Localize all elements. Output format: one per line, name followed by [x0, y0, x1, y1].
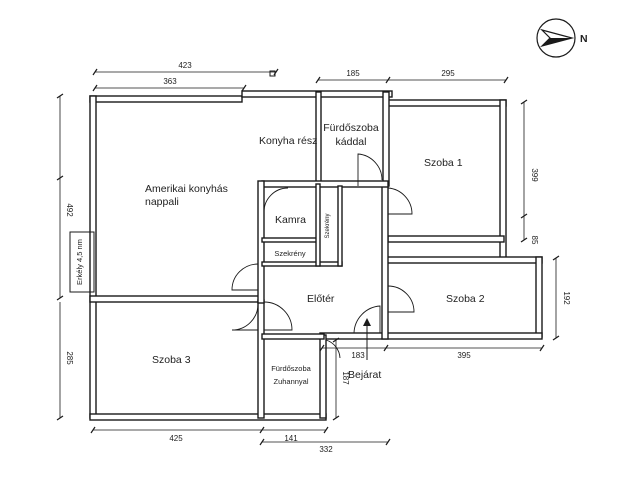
wall-room2-right [535, 256, 543, 338]
wall-bath-right [382, 91, 390, 187]
label-bath-shower-1: Fürdőszoba [271, 364, 311, 373]
door-shower [325, 339, 341, 359]
label-room1: Szoba 1 [424, 157, 463, 169]
dim-bot-332: 332 [319, 445, 333, 454]
walls [89, 90, 543, 421]
wall-shower-top [261, 333, 325, 340]
wall-room2-top [385, 256, 543, 264]
dim-left-285: 285 [65, 351, 74, 365]
dim-mid-183: 183 [351, 351, 365, 360]
label-hall: Előtér [307, 293, 335, 305]
wall-bottom [89, 413, 327, 421]
dim-right-85: 85 [530, 236, 539, 245]
dim-top-295: 295 [441, 69, 455, 78]
label-closet-vertical: Szekrény [325, 213, 331, 238]
wall-closet-right [337, 185, 343, 267]
door-hall-left [263, 301, 293, 331]
door-room1 [387, 187, 413, 215]
wall-pantry-right [315, 183, 321, 267]
wall-left [89, 95, 97, 419]
dim-top-423: 423 [178, 61, 192, 70]
dim-bot-425: 425 [169, 434, 183, 443]
wall-pantry-bottom [261, 237, 319, 243]
label-pantry: Kamra [275, 214, 306, 226]
room-labels: Amerikai konyhás nappali Konyha rész Für… [75, 122, 485, 386]
door-living [231, 263, 259, 291]
wall-living-bottom [89, 295, 263, 303]
dim-left-492: 492 [65, 203, 74, 217]
wall-closet-bottom [261, 261, 343, 267]
dim-top-185: 185 [346, 69, 360, 78]
dim-right-192: 192 [562, 291, 571, 305]
wall-hall-right [381, 183, 389, 340]
compass-letter: N [580, 33, 588, 45]
dim-mid-395: 395 [457, 351, 471, 360]
wall-top-left [89, 95, 243, 103]
label-bath-shower-2: Zuhannyal [273, 377, 308, 386]
label-living-1: Amerikai konyhás [145, 183, 228, 195]
door-room3 [231, 303, 259, 331]
label-room2: Szoba 2 [446, 293, 485, 305]
dim-bot-141: 141 [284, 434, 298, 443]
label-kitchen: Konyha rész [259, 135, 317, 147]
label-room3: Szoba 3 [152, 354, 191, 366]
door-room2 [387, 285, 415, 313]
balcony-box [69, 231, 95, 293]
door-bath-tub [357, 153, 383, 186]
door-entrance [353, 305, 381, 334]
dim-right-399: 399 [530, 168, 539, 182]
compass-ring [536, 18, 576, 58]
label-living-2: nappali [145, 196, 179, 208]
label-balcony: Erkély 4,5 nm [75, 239, 84, 285]
label-bath-tub-2: káddal [336, 136, 367, 148]
dimension-lines: 423 363 185 295 399 85 192 183 395 [56, 61, 571, 454]
label-bath-tub-1: Fürdőszoba [323, 122, 379, 134]
door-pantry [263, 187, 289, 213]
compass: N [536, 18, 588, 58]
label-entrance: Bejárat [348, 369, 381, 381]
wall-top-right [385, 99, 507, 107]
wall-room3-right [257, 299, 265, 419]
dim-top-363: 363 [163, 77, 177, 86]
entrance-arrow [363, 318, 371, 360]
wall-room2-bottom [319, 332, 543, 340]
wall-room1-bottom [387, 235, 505, 243]
compass-arrow-fill [542, 38, 572, 46]
dim-shower-187: 187 [341, 371, 350, 385]
wall-hall-top [261, 180, 389, 188]
label-closet-horizontal: Szekrény [274, 249, 306, 258]
